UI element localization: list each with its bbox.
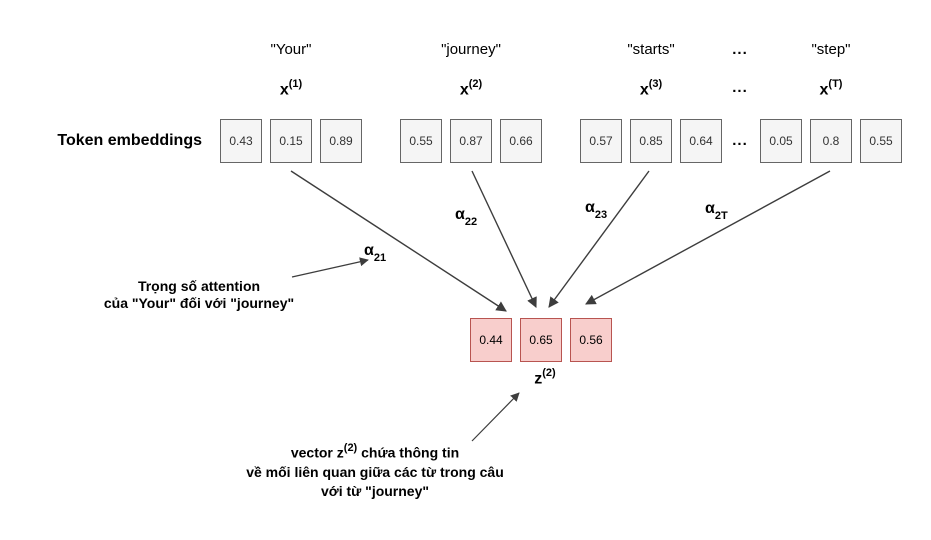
- annotation-line: với từ "journey": [320, 482, 430, 499]
- token-embeddings-label: Token embeddings: [57, 132, 202, 149]
- embedding-value-box: 0.66: [500, 119, 542, 163]
- context-vector-box: 0.56: [570, 318, 612, 362]
- z-symbol: z(2): [505, 367, 585, 388]
- annotation-arrow-alpha21: [291, 257, 369, 278]
- embedding-value-box: 0.85: [630, 119, 672, 163]
- attention-arrow-2: [471, 170, 537, 308]
- token-symbol-sup: (T): [828, 78, 843, 90]
- annotation-line: vector z(2) chứa thông tin: [205, 440, 545, 463]
- alpha-sub: 2T: [714, 210, 728, 223]
- embedding-value-box: 0.89: [320, 119, 362, 163]
- ellipsis-boxes: ...: [732, 132, 748, 149]
- alpha-22-label: α22: [455, 206, 478, 229]
- attention-arrow-1: [290, 170, 507, 312]
- alpha-2T-label: α2T: [705, 200, 728, 223]
- embedding-value-box: 0.8: [810, 119, 852, 163]
- token-symbol-x1: x(1): [221, 78, 361, 99]
- token-symbol-base: x: [279, 81, 289, 99]
- attention-arrow-3: [548, 170, 650, 308]
- token-symbol-base: x: [459, 81, 469, 99]
- annotation-attention-weight: Trọng số attention của "Your" đối với "j…: [39, 278, 359, 312]
- alpha-base: α: [455, 206, 465, 223]
- token-word-starts: "starts": [627, 41, 675, 58]
- token-symbol-x2: x(2): [401, 78, 541, 99]
- alpha-sub: 21: [373, 252, 387, 265]
- embedding-value-box: 0.15: [270, 119, 312, 163]
- annotation-line: của "Your" đối với "journey": [103, 295, 295, 311]
- token-symbol-sup: (2): [468, 78, 483, 90]
- token-symbol-base: x: [819, 81, 829, 99]
- embedding-value-box: 0.55: [860, 119, 902, 163]
- annotation-line: về mối liên quan giữa các từ trong câu: [246, 463, 504, 480]
- token-symbol-x3: x(3): [581, 78, 721, 99]
- embedding-value-box: 0.55: [400, 119, 442, 163]
- attention-arrow-4: [585, 170, 831, 305]
- z-symbol-sup: (2): [542, 367, 556, 379]
- annotation-arrow-z: [471, 392, 520, 442]
- token-symbol-base: x: [639, 81, 649, 99]
- embedding-value-box: 0.43: [220, 119, 262, 163]
- alpha-21-label: α21: [364, 242, 387, 265]
- annotation-text: chứa thông tin: [357, 444, 460, 461]
- token-word-your: "Your": [270, 41, 312, 58]
- context-vector-box: 0.44: [470, 318, 512, 362]
- alpha-sub: 23: [594, 209, 608, 222]
- token-symbol-sup: (3): [648, 78, 663, 90]
- z-symbol-base: z: [534, 370, 543, 388]
- annotation-text: vector: [290, 444, 337, 461]
- embedding-value-box: 0.64: [680, 119, 722, 163]
- alpha-base: α: [364, 242, 374, 259]
- token-symbol-sup: (1): [288, 78, 303, 90]
- ellipsis-words: ...: [732, 41, 748, 58]
- annotation-line: Trọng số attention: [137, 278, 261, 294]
- alpha-base: α: [585, 199, 595, 216]
- alpha-sub: 22: [464, 216, 478, 229]
- ellipsis-symbols: ...: [732, 79, 748, 96]
- alpha-23-label: α23: [585, 199, 608, 222]
- context-vector-box: 0.65: [520, 318, 562, 362]
- annotation-z-sup: (2): [343, 442, 358, 454]
- embedding-value-box: 0.05: [760, 119, 802, 163]
- annotation-z-base: z: [336, 444, 344, 461]
- embedding-value-box: 0.57: [580, 119, 622, 163]
- token-symbol-xT: x(T): [761, 78, 901, 99]
- token-word-step: "step": [811, 41, 851, 58]
- alpha-base: α: [705, 200, 715, 217]
- annotation-context-vector: vector z(2) chứa thông tin về mối liên q…: [205, 440, 545, 501]
- token-word-journey: "journey": [441, 41, 501, 58]
- embedding-value-box: 0.87: [450, 119, 492, 163]
